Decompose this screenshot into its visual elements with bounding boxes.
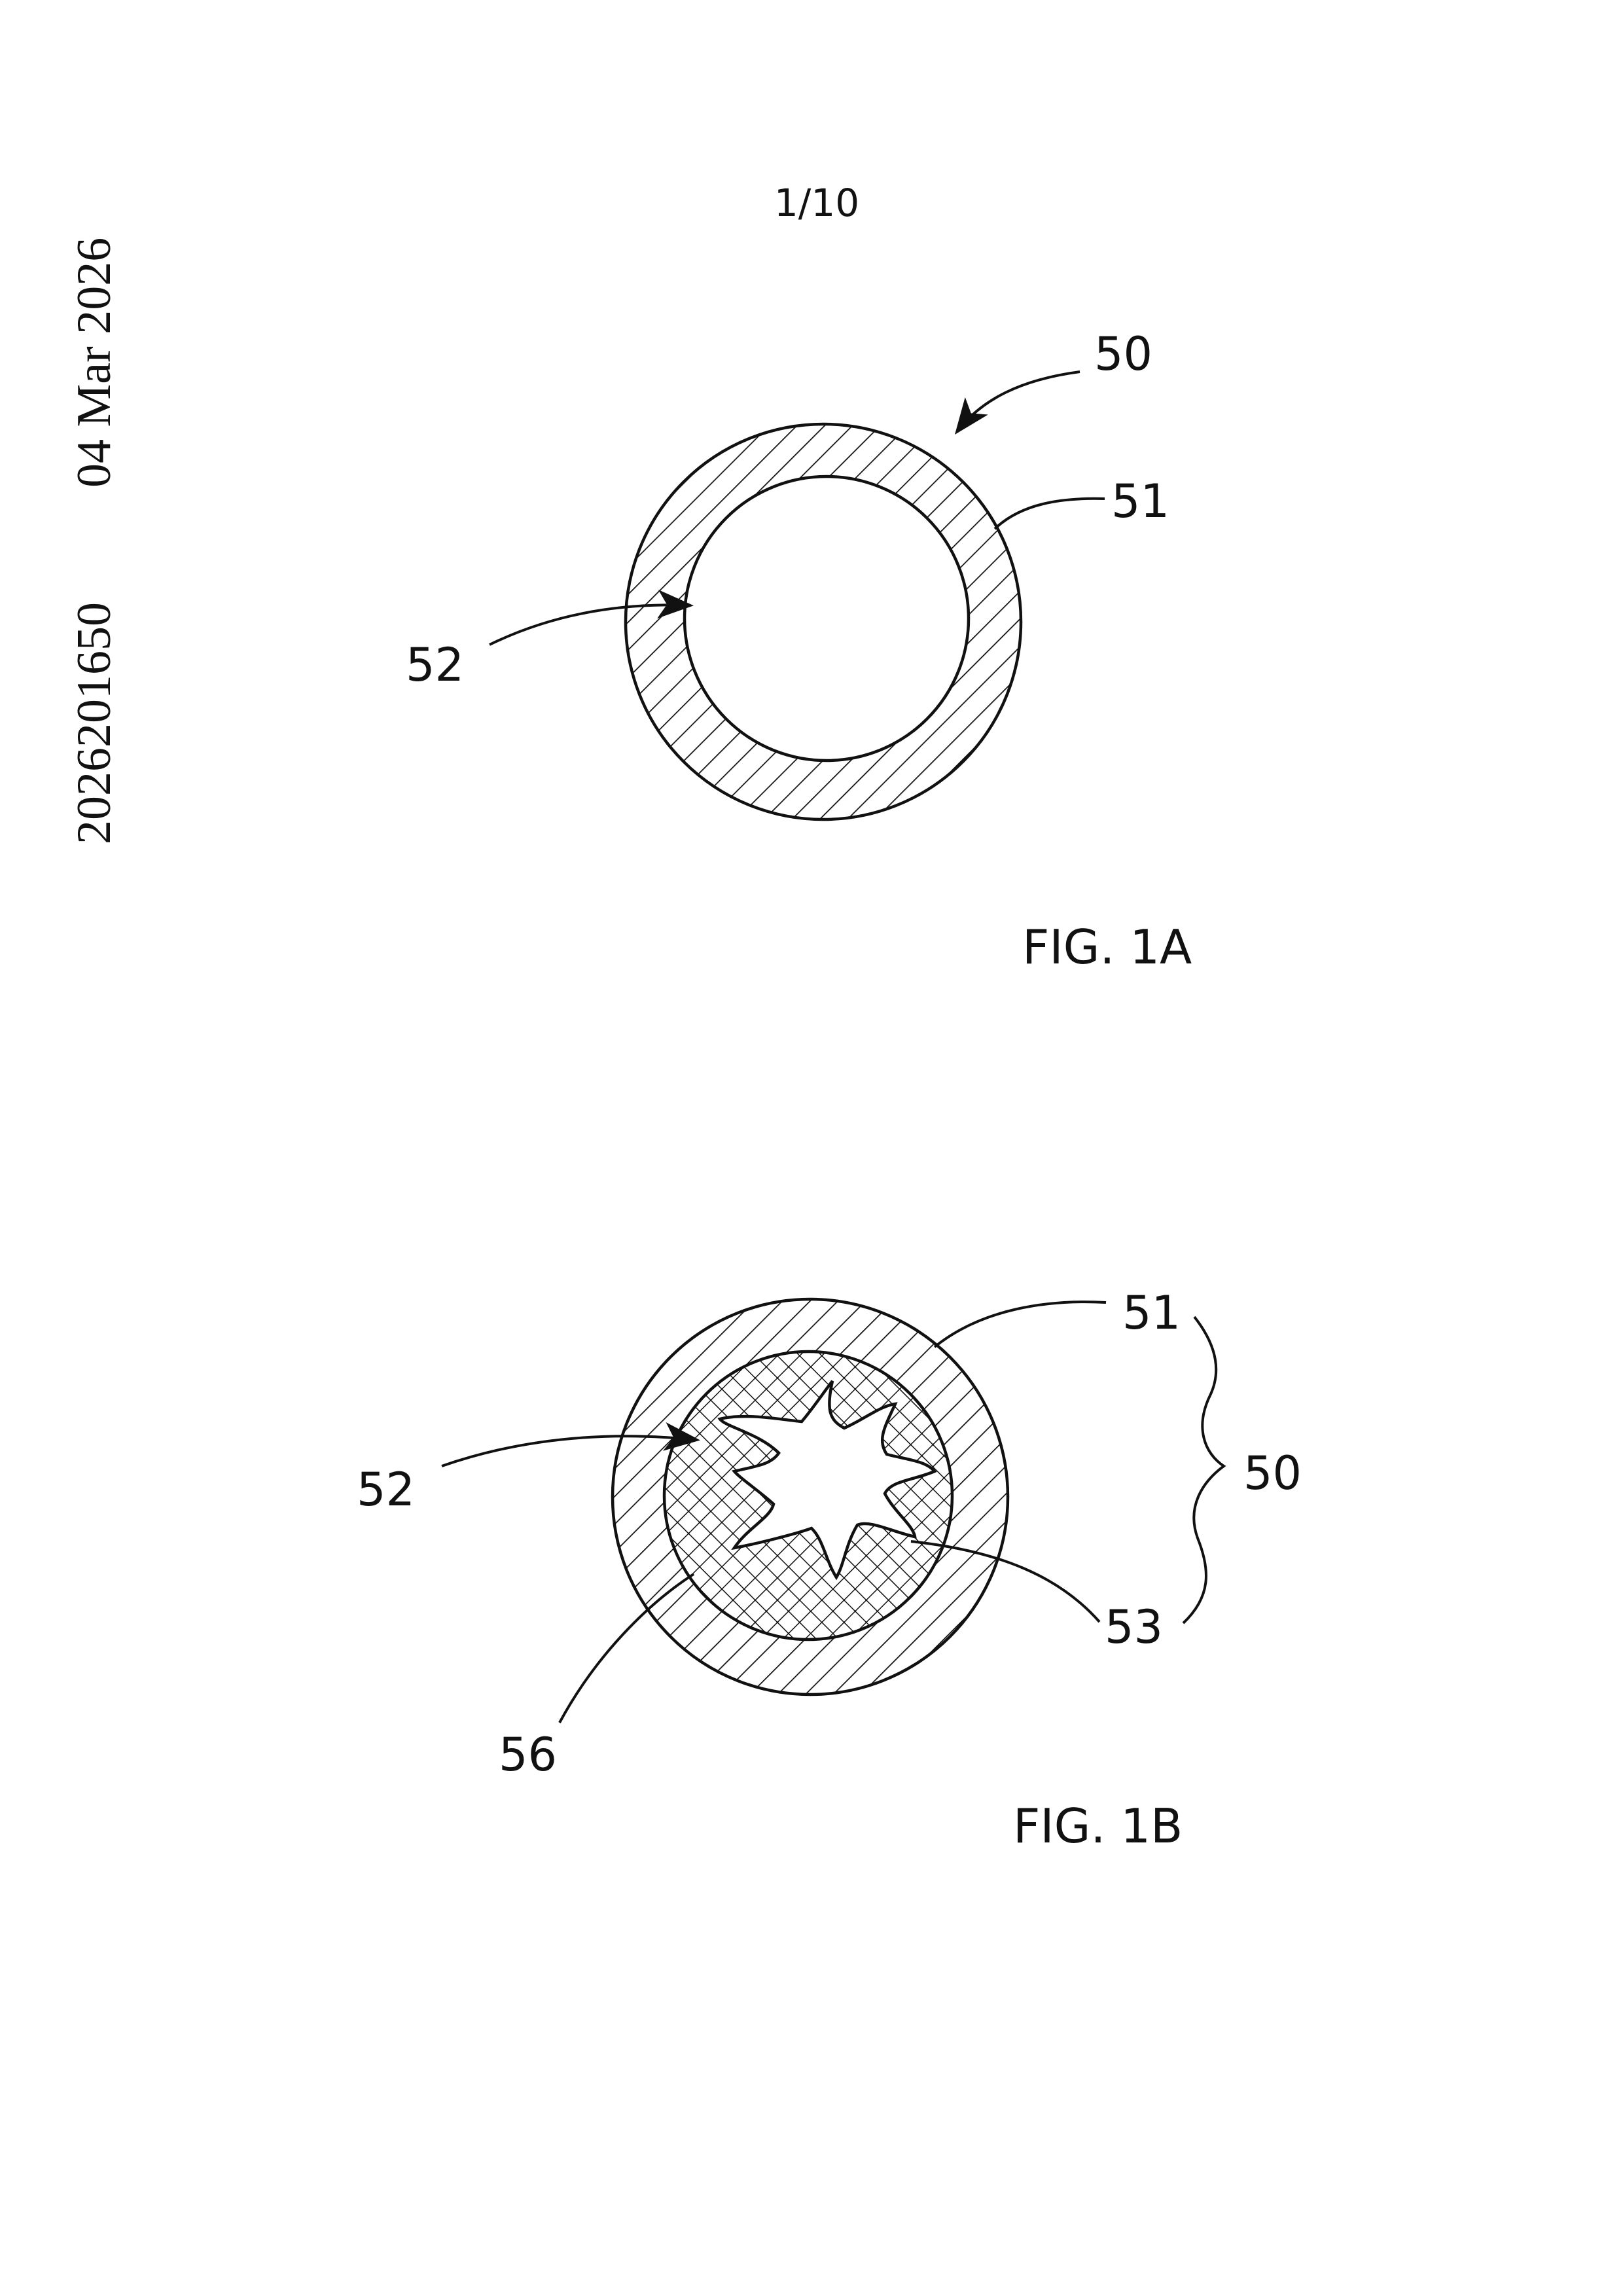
label-52: 52 [357,1463,415,1516]
label-52: 52 [406,638,464,692]
tube-cross-section-1b [613,1299,1008,1695]
figure-caption-1a: FIG. 1A [1022,920,1192,975]
lumen-outline [685,476,969,761]
figure-1a: 50 51 52 FIG. 1A [406,327,1192,975]
tube-cross-section-1a [626,424,1021,819]
figure-caption-1b: FIG. 1B [1013,1799,1183,1854]
label-50: 50 [1094,327,1152,381]
page-number: 1/10 [774,181,859,225]
leader-51 [995,499,1105,529]
label-56: 56 [499,1728,557,1782]
label-51: 51 [1122,1286,1181,1340]
label-50: 50 [1243,1446,1302,1500]
label-51: 51 [1111,475,1169,528]
leader-51 [935,1302,1106,1347]
document-number: 2026201650 [67,602,121,844]
brace-50 [1183,1317,1224,1623]
label-53: 53 [1105,1600,1163,1654]
figure-1b: 51 52 53 56 50 FIG. 1B [357,1286,1302,1854]
leader-50 [957,372,1080,432]
filing-date: 04 Mar 2026 [67,238,121,488]
